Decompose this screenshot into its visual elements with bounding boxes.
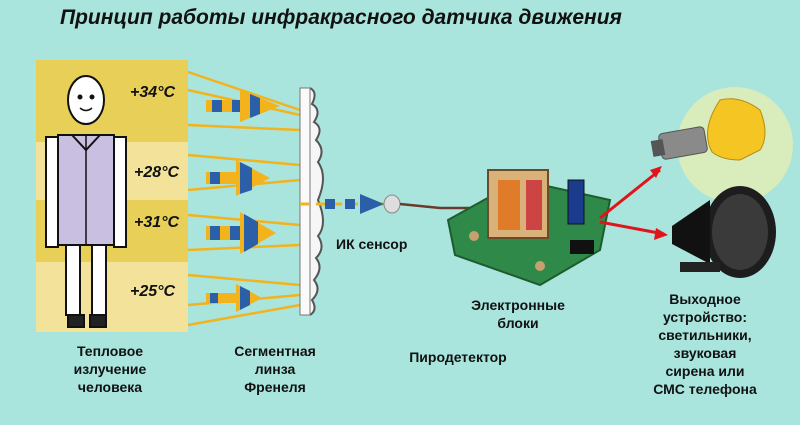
label-thermal: Тепловое излучение человека <box>73 343 147 395</box>
temp-label-3: +31°C <box>134 214 180 231</box>
heat-arrow-3 <box>206 212 276 254</box>
infrared-rays <box>187 70 301 327</box>
heat-arrow-4 <box>206 284 262 312</box>
label-ir-sensor: ИК сенсор <box>336 236 408 252</box>
label-pyrodetector: Пиродетектор <box>409 349 507 365</box>
focused-arrow <box>300 194 390 214</box>
fresnel-lens <box>309 87 324 316</box>
label-output: Выходное устройство: светильники, звуков… <box>653 291 757 397</box>
temp-label-2: +28°C <box>134 164 180 181</box>
diagram-title: Принцип работы инфракрасного датчика дви… <box>60 6 622 29</box>
temp-label-1: +34°C <box>130 84 176 101</box>
output-arrows <box>599 166 668 240</box>
ir-sensor <box>383 194 470 214</box>
heat-arrows <box>206 90 280 312</box>
electronic-board <box>446 169 612 287</box>
heat-arrow-1 <box>206 90 280 122</box>
heat-arrow-2 <box>206 160 270 196</box>
temp-label-4: +25°C <box>130 283 176 300</box>
siren-icon <box>672 186 776 278</box>
light-bulb-icon <box>650 87 793 203</box>
human-figure <box>45 75 127 328</box>
label-electronics: Электронные блоки <box>471 297 565 331</box>
label-fresnel: Сегментная линза Френеля <box>234 343 316 395</box>
